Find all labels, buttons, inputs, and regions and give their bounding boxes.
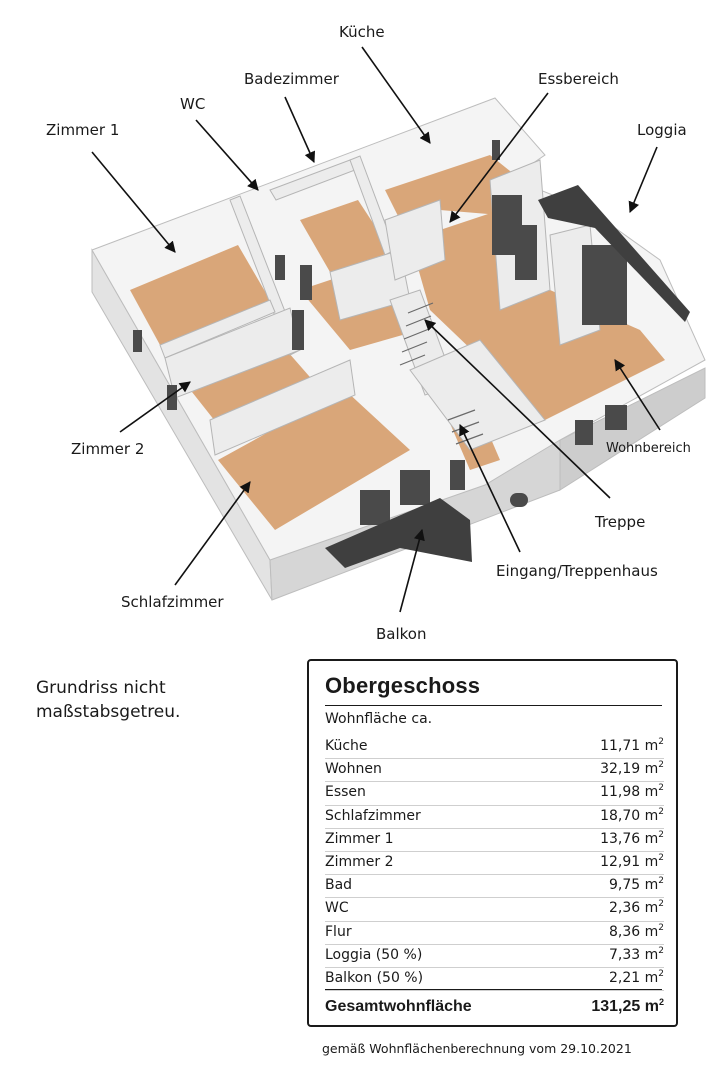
total-divider	[325, 989, 662, 990]
area-row-name: Wohnen	[325, 761, 382, 778]
area-row-name: WC	[325, 900, 349, 917]
area-row-name: Schlafzimmer	[325, 807, 421, 824]
area-row-value: 2,21 m2	[609, 968, 664, 986]
label-loggia: Loggia	[637, 121, 687, 139]
area-row-value: 8,36 m2	[609, 922, 664, 940]
area-row-name: Küche	[325, 738, 368, 754]
area-row-name: Zimmer 2	[325, 853, 394, 870]
area-row-name: Essen	[325, 784, 366, 801]
stairs	[399, 302, 484, 445]
label-zimmer2: Zimmer 2	[71, 440, 145, 458]
total-label: Gesamtwohnfläche	[325, 998, 472, 1015]
area-row-value: 12,91 m2	[600, 852, 664, 870]
area-row: Bad 9,75 m2	[325, 875, 664, 899]
area-row: Wohnen 32,19 m2	[325, 759, 664, 783]
area-row: WC 2,36 m2	[325, 898, 664, 922]
area-row-value: 2,36 m2	[609, 899, 664, 917]
area-row-name: Bad	[325, 877, 353, 894]
terrace-slabs	[325, 185, 690, 568]
scale-note-line2: maßstabsgetreu.	[36, 702, 181, 722]
label-wohnbereich: Wohnbereich	[606, 441, 691, 456]
area-row-value: 11,71 m2	[600, 737, 664, 755]
scale-note-line1: Grundriss nicht	[36, 678, 166, 698]
area-row: Balkon (50 %) 2,21 m2	[325, 968, 664, 992]
area-row-value: 9,75 m2	[609, 876, 664, 894]
label-kueche: Küche	[339, 23, 385, 41]
area-table-title: Obergeschoss	[325, 673, 481, 698]
footnote: gemäß Wohnflächenberechnung vom 29.10.20…	[322, 1041, 632, 1056]
area-row-value: 11,98 m2	[600, 783, 664, 801]
area-row-name: Flur	[325, 923, 352, 940]
label-balkon: Balkon	[376, 625, 427, 643]
label-wc: WC	[180, 95, 206, 113]
area-row-name: Balkon (50 %)	[325, 969, 424, 986]
area-table: Obergeschoss Wohnfläche ca. Küche 11,71 m…	[307, 659, 678, 1027]
area-row: Flur 8,36 m2	[325, 922, 664, 945]
label-treppe: Treppe	[595, 513, 646, 531]
label-zimmer1: Zimmer 1	[46, 121, 120, 139]
title-divider	[325, 705, 662, 706]
area-rows: Küche 11,71 m2 Wohnen 32,19 m2 Essen 11,98 m2…	[325, 736, 664, 992]
label-arrows	[91, 46, 661, 613]
area-row-value: 7,33 m2	[609, 945, 664, 963]
floor-plan-illustration	[91, 46, 706, 613]
area-row-name: Zimmer 1	[325, 830, 394, 847]
label-schlafzimmer: Schlafzimmer	[121, 593, 224, 611]
area-row: Schlafzimmer 18,70 m2	[325, 806, 664, 829]
label-badezimmer: Badezimmer	[244, 70, 339, 88]
scale-note: Grundriss nicht maßstabsgetreu.	[36, 676, 276, 724]
total-value: 131,25 m2	[591, 997, 664, 1016]
area-table-subtitle: Wohnfläche ca.	[325, 711, 433, 727]
label-eingang: Eingang/Treppenhaus	[496, 562, 658, 580]
area-row-value: 13,76 m2	[600, 829, 664, 847]
area-row-name: Loggia (50 %)	[325, 946, 423, 963]
area-row: Essen 11,98 m2	[325, 782, 664, 806]
area-row-value: 18,70 m2	[600, 806, 664, 824]
windows	[133, 140, 627, 525]
area-row: Zimmer 1 13,76 m2	[325, 829, 664, 852]
area-row: Loggia (50 %) 7,33 m2	[325, 945, 664, 968]
area-row: Küche 11,71 m2	[325, 736, 664, 760]
area-row: Zimmer 2 12,91 m2	[325, 852, 664, 876]
label-essbereich: Essbereich	[538, 70, 619, 88]
area-row-value: 32,19 m2	[600, 760, 664, 778]
